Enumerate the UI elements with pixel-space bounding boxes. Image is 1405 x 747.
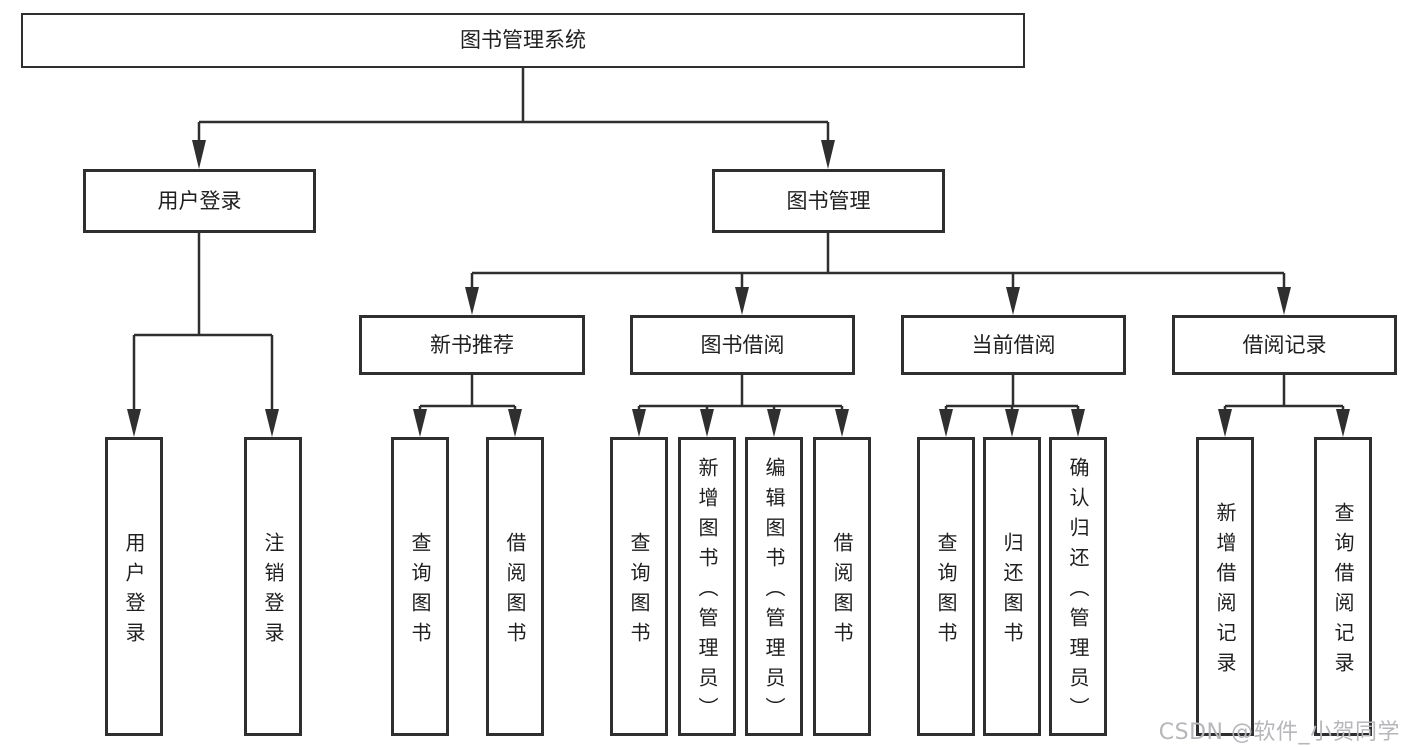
arrow-down-icon [939,409,953,437]
arrow-down-icon [1005,409,1019,437]
arrow-down-icon [127,409,141,437]
leaf-label: 查询图书 [934,531,958,652]
leaf-label: 新增借阅记录 [1213,501,1237,682]
leaf-user-login: 用户登录 [105,437,163,736]
leaf-label: 编辑图书（管理员） [762,456,786,727]
leaf-label: 归还图书 [1000,531,1024,652]
leaf-label: 查询图书 [627,531,651,652]
leaf-label: 新增图书（管理员） [695,456,719,727]
connector-book-borrow-to-leaves [637,375,844,410]
arrow-down-icon [192,140,206,169]
leaf-query-borrow-record: 查询借阅记录 [1314,437,1372,736]
connector-book-management-to-level3 [470,233,1286,288]
connector-user-login-to-leaves [132,233,274,410]
arrow-down-icon [1218,409,1232,437]
arrow-down-icon [1277,287,1291,315]
node-library-system: 图书管理系统 [21,13,1025,68]
leaf-edit-book-admin: 编辑图书（管理员） [745,437,803,736]
leaf-label: 注销登录 [261,531,285,652]
leaf-add-borrow-record: 新增借阅记录 [1196,437,1254,736]
arrow-down-icon [1006,287,1020,315]
arrow-down-icon [835,409,849,437]
leaf-confirm-return-admin: 确认归还（管理员） [1049,437,1107,736]
node-book-borrow: 图书借阅 [630,315,855,375]
node-borrow-records: 借阅记录 [1172,315,1397,375]
leaf-borrow-books: 借阅图书 [813,437,871,736]
watermark: CSDN @软件_小贺同学 [1158,720,1400,745]
connector-new-book-to-leaves [418,375,517,410]
arrow-down-icon [821,140,835,169]
arrow-down-icon [767,409,781,437]
leaf-label: 用户登录 [122,531,146,652]
node-book-management: 图书管理 [712,169,945,233]
node-current-borrow: 当前借阅 [901,315,1126,375]
arrow-down-icon [465,287,479,315]
leaf-borrow-books-recommend: 借阅图书 [486,437,544,736]
connector-current-borrow-to-leaves [944,375,1080,410]
arrow-down-icon [508,409,522,437]
leaf-logout: 注销登录 [244,437,302,736]
leaf-add-book-admin: 新增图书（管理员） [678,437,736,736]
leaf-label: 借阅图书 [830,531,854,652]
leaf-label: 确认归还（管理员） [1066,456,1090,727]
leaf-query-books-recommend: 查询图书 [391,437,449,736]
connector-root-to-level2 [197,68,830,141]
arrow-down-icon [1071,409,1085,437]
leaf-query-books-borrow: 查询图书 [610,437,668,736]
leaf-return-books: 归还图书 [983,437,1041,736]
arrow-down-icon [632,409,646,437]
arrow-down-icon [1336,409,1350,437]
arrow-down-icon [735,287,749,315]
node-user-login: 用户登录 [83,169,316,233]
node-new-book-recommend: 新书推荐 [359,315,585,375]
leaf-query-books-current: 查询图书 [917,437,975,736]
arrow-down-icon [265,409,279,437]
arrow-down-icon [413,409,427,437]
leaf-label: 借阅图书 [503,531,527,652]
leaf-label: 查询借阅记录 [1331,501,1355,682]
arrow-down-icon [700,409,714,437]
leaf-label: 查询图书 [408,531,432,652]
connector-borrow-record-to-leaves [1223,375,1345,410]
